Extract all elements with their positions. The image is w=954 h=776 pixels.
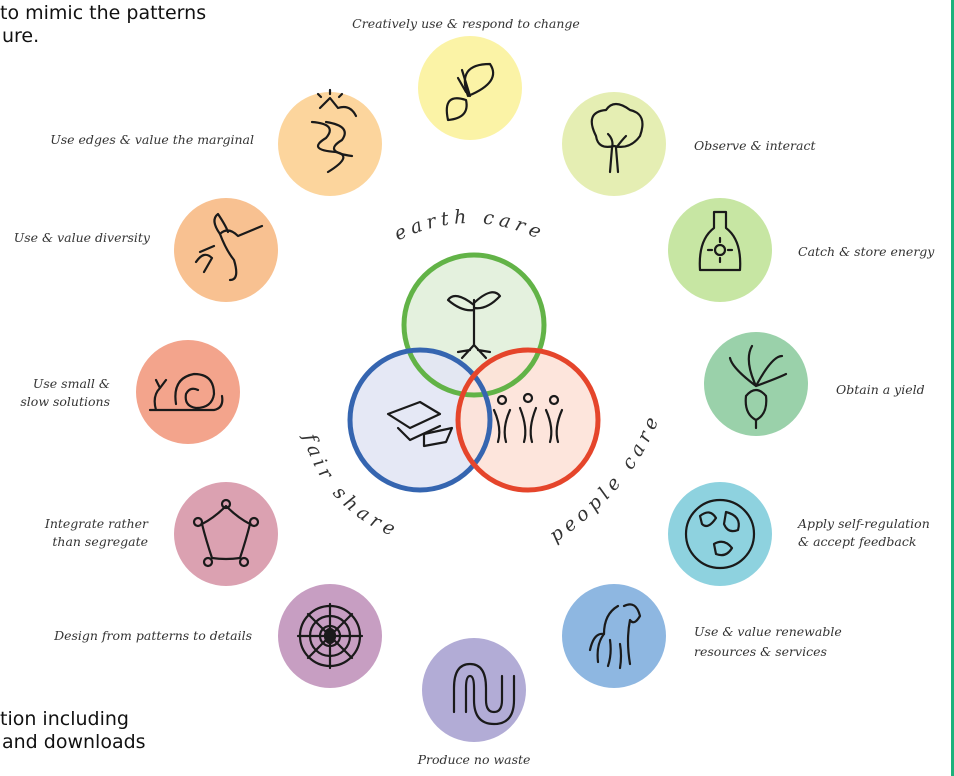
principle-11: Use & value diversity (14, 198, 278, 302)
principle-label: Creatively use & respond to change (352, 16, 580, 31)
fair-share-circle (350, 350, 490, 490)
cutoff-text-top-2: ure. (2, 25, 40, 47)
principle-06: Use & value renewable resources & servic… (562, 584, 842, 688)
principle-label-line2: slow solutions (20, 394, 110, 409)
worm-icon (452, 662, 516, 726)
cutoff-text-top-1: to mimic the patterns (0, 2, 207, 24)
care-venn: earth care people care fair share (298, 206, 660, 547)
principle-label-line2: than segregate (52, 534, 148, 549)
principle-label: Produce no waste (417, 752, 531, 767)
principle-09: Integrate rather than segregate (44, 482, 278, 586)
principle-circle (174, 482, 278, 586)
principle-label-line1: Use small & (33, 376, 110, 391)
principle-01: Creatively use & respond to change (352, 16, 580, 140)
globe-icon (684, 498, 756, 570)
fair-share-ring (347, 347, 493, 493)
principle-label: Use & value diversity (14, 230, 151, 245)
earth-care-label: earth care (391, 206, 549, 245)
tree-icon (590, 102, 644, 174)
earth-care-ring (401, 252, 547, 398)
principle-label: Observe & interact (694, 138, 816, 153)
principle-10: Use small & slow solutions (20, 340, 240, 444)
principle-04: Obtain a yield (704, 332, 925, 436)
cutoff-text-bottom-2: and downloads (2, 731, 146, 753)
beet-icon (728, 344, 788, 430)
spiderweb-icon (296, 602, 364, 670)
butterfly-icon (445, 62, 495, 122)
principle-12: Use edges & value the marginal (50, 88, 382, 196)
principle-label: Obtain a yield (836, 382, 925, 397)
people-figures-icon (492, 392, 564, 444)
people-care-circle (458, 350, 598, 490)
principle-label-line1: Integrate rather (44, 516, 149, 531)
principle-circle (174, 198, 278, 302)
people-care-ring (455, 347, 601, 493)
principle-circle (562, 584, 666, 688)
accent-rule (951, 0, 954, 776)
cutoff-text-bottom-1: tion including (0, 708, 129, 730)
principle-05: Apply self-regulation & accept feedback (668, 482, 930, 586)
principle-circle (668, 482, 772, 586)
principle-07: Produce no waste (417, 638, 531, 767)
principle-circle (668, 198, 772, 302)
principle-label-line1: Apply self-regulation (797, 516, 930, 531)
river-sun-icon (310, 88, 358, 174)
principle-label: Use edges & value the marginal (50, 132, 254, 147)
principle-circle (562, 92, 666, 196)
principle-02: Observe & interact (562, 92, 816, 196)
principle-label: Catch & store energy (798, 244, 935, 259)
sun-bottle-icon (698, 210, 742, 272)
principle-circle (418, 36, 522, 140)
principle-label-line2: & accept feedback (798, 534, 916, 549)
principle-label-line2: resources & services (694, 644, 827, 659)
hummingbird-icon (194, 212, 264, 282)
principle-circle (278, 92, 382, 196)
horse-icon (588, 603, 642, 670)
principle-label: Design from patterns to details (53, 628, 252, 643)
snail-icon (148, 372, 224, 412)
principle-08: Design from patterns to details (53, 584, 382, 688)
flower-ring-icon (192, 498, 260, 568)
seedling-roots-icon (446, 291, 502, 360)
principle-label-line1: Use & value renewable (694, 624, 842, 639)
pie-slices-icon (386, 400, 454, 448)
principle-03: Catch & store energy (668, 198, 935, 302)
